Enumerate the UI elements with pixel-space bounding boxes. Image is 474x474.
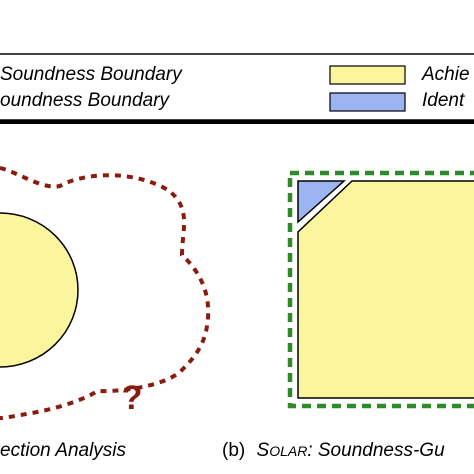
- legend-swatch-achieved: [329, 65, 406, 85]
- achieved-region-ellipse: [0, 212, 79, 368]
- legend-label-achieved: Achie: [421, 64, 470, 85]
- left-panel: ? ection Analysis: [0, 166, 211, 461]
- identified-region: [297, 180, 346, 224]
- right-panel-caption: (b) SOLAR: Soundness-Gu: [222, 440, 445, 461]
- dashed-soundness-boundary: [287, 170, 474, 409]
- legend-shadow: [0, 120, 474, 124]
- right-panel-caption-name-initial: S: [257, 440, 270, 461]
- legend-label-dashed-boundary: oundness Boundary: [0, 90, 171, 111]
- dotted-soundness-boundary: [0, 166, 211, 420]
- legend-frame: [0, 53, 474, 121]
- legend-label-dotted-boundary: Soundness Boundary: [0, 64, 183, 85]
- legend-swatch-identified: [329, 92, 406, 112]
- right-panel-caption-prefix: (b): [222, 440, 245, 461]
- right-panel-caption-name-rest: OLAR: [269, 443, 307, 459]
- unknown-region-question-mark: ?: [122, 379, 143, 417]
- left-panel-caption: ection Analysis: [0, 440, 127, 461]
- legend: Soundness Boundary oundness Boundary Ach…: [0, 53, 474, 124]
- achieved-region: [297, 180, 474, 399]
- right-panel: (b) SOLAR: Soundness-Gu: [222, 170, 474, 461]
- right-panel-caption-rest: : Soundness-Gu: [307, 440, 445, 461]
- legend-label-identified: Ident: [422, 90, 465, 111]
